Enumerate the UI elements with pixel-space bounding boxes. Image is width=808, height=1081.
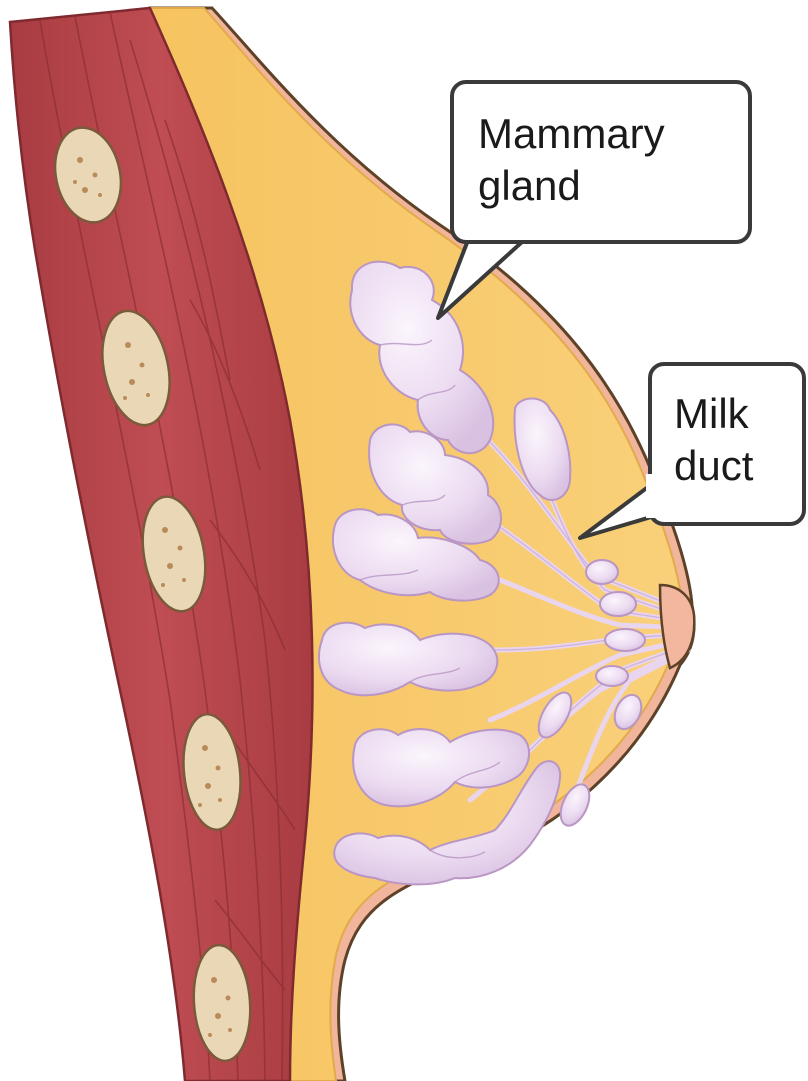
mammary-gland-label-line2: gland [478,162,581,209]
lobule [605,629,645,651]
milk-duct-label-line1: Milk [674,390,750,437]
lobule [600,592,636,616]
milk-duct-label-line2: duct [674,442,754,489]
lobule [596,666,628,686]
lobule [586,560,618,584]
mammary-gland-label-line1: Mammary [478,110,665,157]
